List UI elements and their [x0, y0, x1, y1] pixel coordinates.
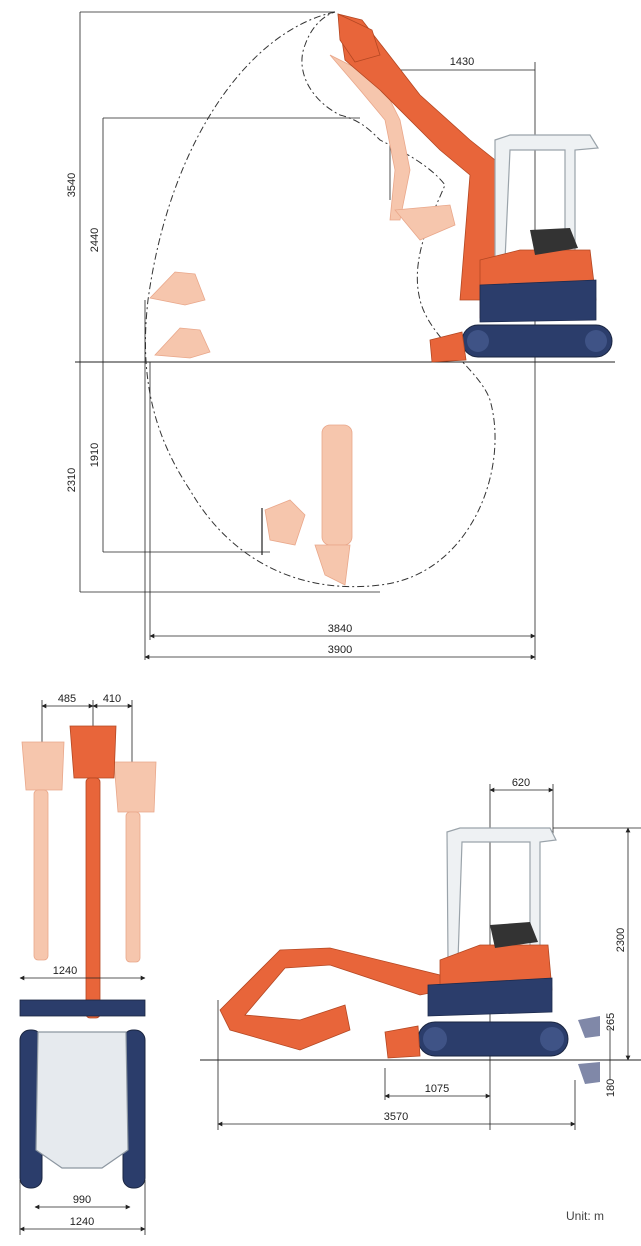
- dim-1240-top: 1240: [53, 965, 77, 977]
- dim-1430: 1430: [450, 56, 474, 68]
- blade-up-icon: [578, 1016, 600, 1038]
- digging-range-view: 3540 2440 2310 1910 1430 3840 3900: [66, 11, 615, 660]
- dim-2440: 2440: [89, 228, 101, 252]
- ghost-arm-upper: [329, 54, 456, 241]
- front-view: 485 410 1240 990 1240: [19, 693, 157, 1235]
- ghost-bucket-front-left: [21, 741, 65, 791]
- unit-note: Unit: m: [566, 1209, 605, 1223]
- dim-3540: 3540: [66, 173, 78, 197]
- dim-3570: 3570: [384, 1111, 408, 1123]
- dim-3840: 3840: [328, 623, 352, 635]
- dim-990: 990: [73, 1194, 91, 1206]
- dim-2310: 2310: [66, 468, 78, 492]
- dim-180: 180: [605, 1079, 617, 1097]
- excavator-transport-illustration: [219, 827, 569, 1059]
- dim-410: 410: [103, 693, 121, 705]
- dim-1910: 1910: [89, 443, 101, 467]
- dim-3900: 3900: [328, 644, 352, 656]
- front-bucket: [69, 725, 117, 779]
- blade-down-icon: [578, 1062, 600, 1084]
- dim-485: 485: [58, 693, 76, 705]
- dim-620: 620: [512, 777, 530, 789]
- ghost-arm-down: [314, 424, 353, 586]
- ghost-bucket-front-right: [113, 761, 157, 813]
- dim-265: 265: [605, 1013, 617, 1031]
- dim-1075: 1075: [425, 1083, 449, 1095]
- ghost-bucket-left-lower: [154, 327, 211, 359]
- transport-view: 620 2300 265 180 1075 3570: [200, 777, 641, 1130]
- ghost-bucket-left-upper: [149, 271, 206, 306]
- dim-2300: 2300: [615, 928, 627, 952]
- dim-1240-bottom: 1240: [70, 1216, 94, 1228]
- excavator-top-illustration: [337, 13, 613, 363]
- front-cab: [35, 1031, 129, 1169]
- ghost-bucket-wall: [264, 499, 306, 546]
